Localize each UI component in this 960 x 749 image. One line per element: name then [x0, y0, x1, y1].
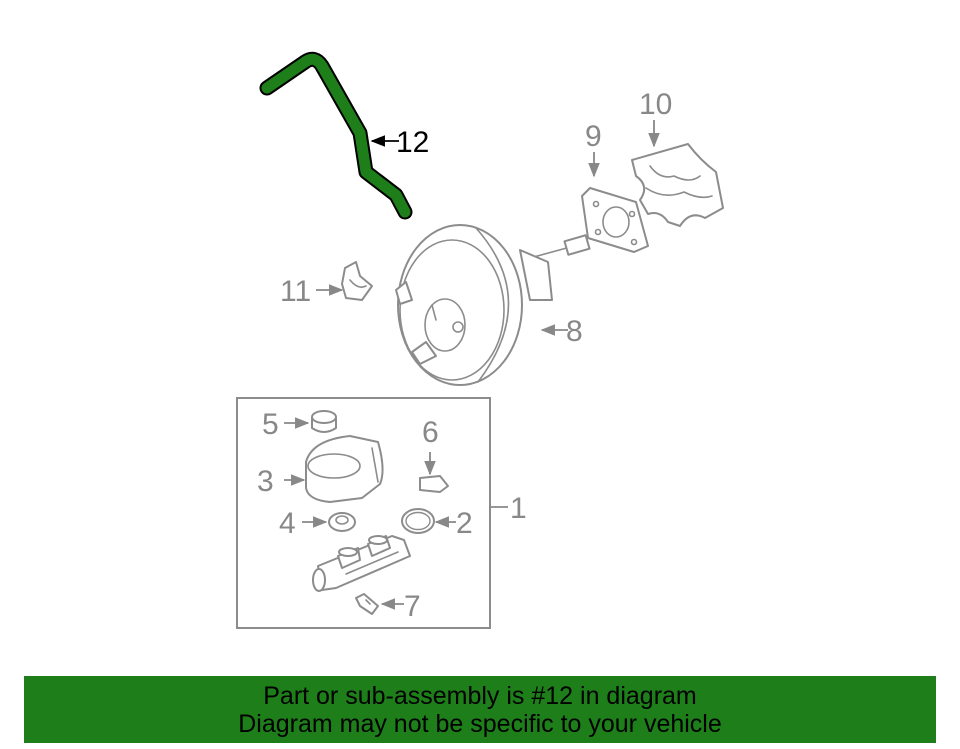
clip-part-6: 6 — [419, 416, 449, 493]
callout-1: 1 — [510, 492, 527, 525]
vacuum-hose-part-12: 12 — [259, 51, 429, 220]
notice-line-2: Diagram may not be specific to your vehi… — [238, 710, 722, 738]
grommet-part-4: 4 — [279, 507, 356, 540]
callout-4: 4 — [279, 507, 296, 540]
clip-part-11: 11 — [280, 261, 373, 308]
notice-line-1: Part or sub-assembly is #12 in diagram — [263, 682, 697, 710]
callout-2: 2 — [456, 507, 473, 540]
callout-10: 10 — [639, 88, 672, 121]
callout-7: 7 — [404, 590, 421, 623]
callout-3: 3 — [257, 465, 274, 498]
master-cylinder-body — [312, 535, 411, 592]
gasket-part-9: 9 — [581, 120, 649, 253]
callout-12: 12 — [396, 126, 429, 159]
callout-8: 8 — [566, 315, 583, 348]
callout-5: 5 — [262, 408, 279, 441]
callout-11: 11 — [280, 275, 311, 308]
sensor-part-7: 7 — [355, 590, 421, 623]
reservoir-cap-part-5: 5 — [262, 408, 337, 441]
parts-diagram: 12 10 9 8 11 — [236, 51, 724, 629]
seal-ring-part-2: 2 — [401, 507, 473, 540]
master-cylinder-assembly-part-1: 1 — [236, 397, 527, 629]
insulator-part-10: 10 — [631, 88, 724, 227]
brake-booster-part-8: 8 — [395, 224, 591, 386]
callout-6: 6 — [422, 416, 439, 449]
notice-banner: Part or sub-assembly is #12 in diagram D… — [24, 676, 936, 743]
callout-9: 9 — [585, 120, 602, 153]
reservoir-part-3: 3 — [257, 435, 384, 503]
